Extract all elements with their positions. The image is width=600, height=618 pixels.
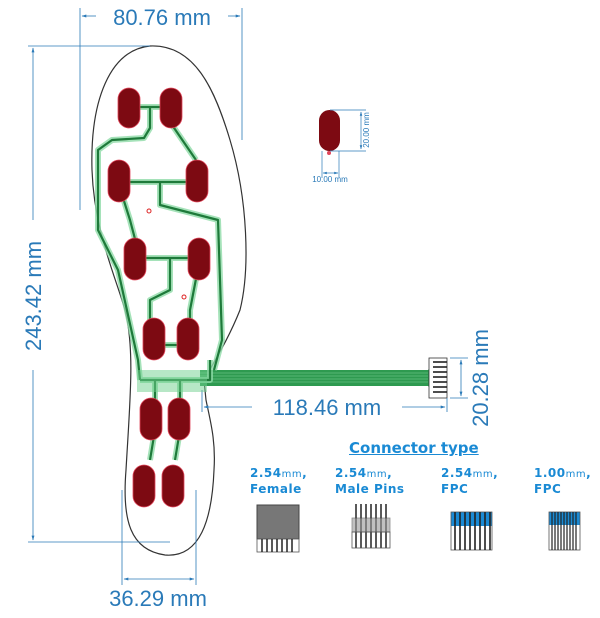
type-name: FPC: [534, 482, 562, 496]
connector-type-title: Connector type: [349, 439, 479, 457]
pitch: 2.54: [250, 466, 282, 480]
sensor-pad: [185, 159, 209, 203]
connector-female-icon: [256, 504, 300, 553]
sensor-pad: [117, 87, 141, 129]
connector-label-fpc-100: 1.00mm, FPC: [534, 466, 592, 496]
unit: mm: [472, 469, 494, 480]
sensor-pad: [139, 397, 163, 441]
connector-fpc-254-icon: [450, 511, 493, 551]
connector-label-female: 2.54mm, Female: [250, 466, 308, 496]
type-name: Female: [250, 482, 302, 496]
pitch: 2.54: [441, 466, 473, 480]
connector-label-fpc-254: 2.54mm, FPC: [441, 466, 499, 496]
unit: mm: [565, 469, 587, 480]
sensor-pad: [142, 317, 166, 361]
sensor-pad: [161, 464, 185, 508]
connector-label-male-pins: 2.54mm, Male Pins: [335, 466, 405, 496]
dim-height-total: 243.42 mm: [21, 45, 170, 543]
connector-male-pins-icon: [351, 504, 391, 549]
sensor-pad: [132, 464, 156, 508]
unit: mm: [281, 469, 303, 480]
svg-text:36.29 mm: 36.29 mm: [109, 586, 207, 611]
dim-heel-width: 36.29 mm: [109, 490, 207, 611]
sensor-pad: [187, 237, 211, 281]
flex-tail: [200, 357, 448, 399]
tail-connector-pads: [428, 357, 448, 399]
sensor-pad: [176, 317, 200, 361]
svg-text:20.00 mm: 20.00 mm: [362, 112, 371, 148]
pitch: 2.54: [335, 466, 367, 480]
svg-text:118.46 mm: 118.46 mm: [273, 395, 381, 420]
svg-text:80.76 mm: 80.76 mm: [113, 5, 211, 30]
sensor-pad: [107, 159, 131, 203]
dim-tail-length: 118.46 mm: [201, 390, 448, 420]
sensor-detail: 10.00 mm 20.00 mm: [312, 109, 371, 184]
sensor-pads: [107, 87, 211, 508]
sensor-pad: [159, 87, 183, 129]
unit: mm: [366, 469, 388, 480]
type-name: Male Pins: [335, 482, 405, 496]
type-name: FPC: [441, 482, 469, 496]
sensor-pad: [167, 397, 191, 441]
sensor-pad: [123, 237, 147, 281]
svg-text:10.00 mm: 10.00 mm: [312, 175, 348, 184]
svg-text:20.28 mm: 20.28 mm: [468, 329, 493, 427]
dim-width-top: 80.76 mm: [79, 5, 243, 210]
dim-connector-width: 20.28 mm: [450, 329, 493, 427]
connector-fpc-100-icon: [548, 511, 581, 551]
svg-text:243.42 mm: 243.42 mm: [21, 241, 46, 351]
pitch: 1.00: [534, 466, 566, 480]
